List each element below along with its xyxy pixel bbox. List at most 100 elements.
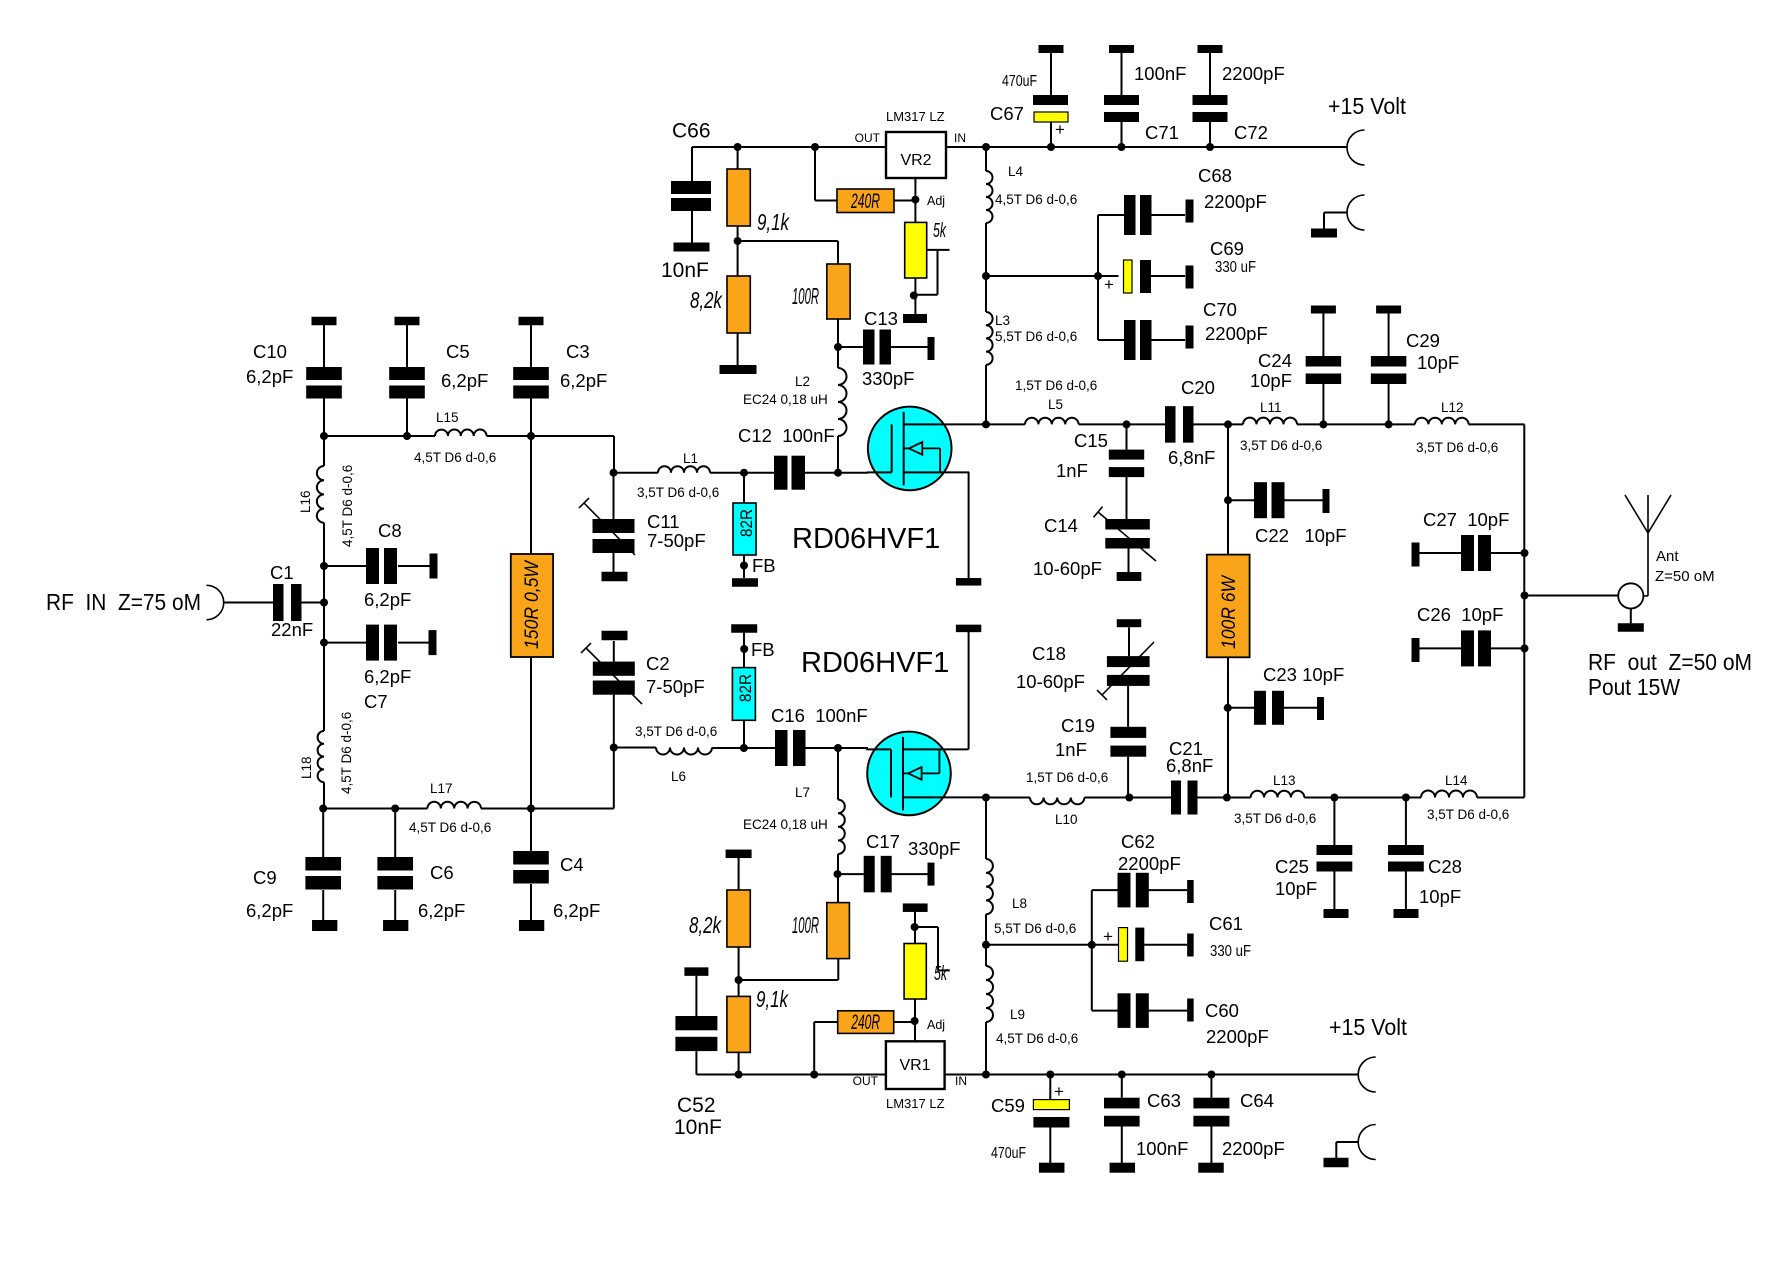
svg-text:LM317 LZ: LM317 LZ	[886, 109, 945, 124]
svg-text:5,5T D6 d-0,6: 5,5T D6 d-0,6	[994, 921, 1076, 936]
svg-text:C72: C72	[1234, 122, 1268, 143]
svg-text:Adj: Adj	[927, 1018, 945, 1032]
svg-text:C66: C66	[672, 120, 711, 143]
svg-text:330pF: 330pF	[908, 838, 960, 859]
svg-text:C63: C63	[1147, 1090, 1181, 1111]
svg-text:Pout 15W: Pout 15W	[1588, 674, 1680, 700]
svg-text:L7: L7	[795, 785, 810, 800]
svg-text:C11: C11	[647, 511, 680, 532]
svg-text:C15: C15	[1074, 430, 1108, 451]
svg-text:C71: C71	[1145, 122, 1179, 143]
svg-text:470uF: 470uF	[991, 1145, 1026, 1162]
svg-text:10pF: 10pF	[1417, 352, 1459, 373]
svg-text:6,2pF: 6,2pF	[560, 370, 607, 391]
svg-text:C6: C6	[430, 862, 454, 883]
svg-text:+: +	[1054, 1082, 1064, 1101]
svg-text:1,5T D6 d-0,6: 1,5T D6 d-0,6	[1015, 378, 1097, 393]
svg-text:2200pF: 2200pF	[1206, 1026, 1269, 1047]
svg-text:2200pF: 2200pF	[1118, 853, 1181, 874]
svg-text:IN: IN	[954, 131, 966, 145]
svg-text:3,5T D6 d-0,6: 3,5T D6 d-0,6	[1234, 811, 1316, 826]
svg-text:OUT: OUT	[853, 1074, 879, 1088]
svg-text:10nF: 10nF	[661, 259, 709, 282]
svg-text:100nF: 100nF	[1136, 1138, 1188, 1159]
svg-text:9,1k: 9,1k	[757, 209, 790, 235]
svg-text:150R 0,5W: 150R 0,5W	[522, 559, 543, 649]
svg-text:L12: L12	[1441, 400, 1464, 415]
svg-text:C27 10pF: C27 10pF	[1423, 509, 1509, 530]
svg-text:C52: C52	[677, 1094, 716, 1117]
svg-text:L18: L18	[299, 756, 314, 779]
svg-text:6,2pF: 6,2pF	[364, 589, 411, 610]
svg-text:100R: 100R	[792, 912, 819, 938]
svg-text:10pF: 10pF	[1275, 878, 1317, 899]
svg-text:Z=50 oM: Z=50 oM	[1655, 568, 1715, 585]
svg-text:L15: L15	[436, 410, 459, 425]
svg-text:10pF: 10pF	[1250, 370, 1292, 391]
svg-text:L9: L9	[1010, 1007, 1025, 1022]
svg-text:+: +	[1103, 927, 1113, 946]
svg-text:4,5T D6 d-0,6: 4,5T D6 d-0,6	[340, 465, 355, 547]
svg-text:C25: C25	[1275, 856, 1309, 877]
svg-text:82R: 82R	[736, 674, 755, 702]
svg-text:VR2: VR2	[900, 152, 931, 169]
svg-text:2200pF: 2200pF	[1222, 1138, 1285, 1159]
svg-text:Ant: Ant	[1656, 548, 1679, 565]
svg-text:100R 6W: 100R 6W	[1219, 574, 1240, 649]
svg-text:3,5T D6 d-0,6: 3,5T D6 d-0,6	[1240, 438, 1322, 453]
svg-text:1,5T D6 d-0,6: 1,5T D6 d-0,6	[1026, 770, 1108, 785]
svg-text:L4: L4	[1008, 164, 1024, 179]
svg-text:10-60pF: 10-60pF	[1033, 558, 1102, 579]
svg-text:C26 10pF: C26 10pF	[1417, 604, 1503, 625]
svg-text:8,2k: 8,2k	[689, 912, 722, 938]
svg-text:6,2pF: 6,2pF	[553, 900, 600, 921]
svg-text:IN: IN	[955, 1074, 967, 1088]
svg-text:C2: C2	[646, 653, 670, 674]
svg-text:2200pF: 2200pF	[1222, 63, 1285, 84]
svg-text:L3: L3	[995, 313, 1010, 328]
svg-text:C17: C17	[866, 831, 900, 852]
svg-text:C19: C19	[1061, 715, 1095, 736]
svg-text:C4: C4	[560, 854, 584, 875]
svg-text:240R: 240R	[850, 189, 880, 213]
svg-text:C7: C7	[364, 691, 388, 712]
svg-text:7-50pF: 7-50pF	[646, 676, 705, 697]
svg-text:L8: L8	[1012, 896, 1027, 911]
svg-text:+: +	[1104, 275, 1114, 294]
svg-text:FB: FB	[751, 639, 775, 660]
svg-text:OUT: OUT	[855, 131, 881, 145]
svg-text:1nF: 1nF	[1055, 739, 1087, 760]
svg-text:C1: C1	[270, 562, 294, 583]
svg-text:4,5T D6 d-0,6: 4,5T D6 d-0,6	[409, 820, 491, 835]
svg-text:3,5T D6 d-0,6: 3,5T D6 d-0,6	[637, 485, 719, 500]
svg-text:C18: C18	[1032, 643, 1066, 664]
svg-text:5k: 5k	[934, 963, 948, 985]
svg-text:330 uF: 330 uF	[1215, 259, 1256, 276]
svg-text:C70: C70	[1203, 299, 1237, 320]
svg-text:L13: L13	[1273, 773, 1296, 788]
svg-text:8,2k: 8,2k	[690, 287, 723, 313]
svg-text:6,2pF: 6,2pF	[246, 366, 293, 387]
svg-text:1nF: 1nF	[1056, 460, 1088, 481]
svg-text:3,5T D6 d-0,6: 3,5T D6 d-0,6	[635, 724, 717, 739]
svg-text:100nF: 100nF	[1134, 63, 1186, 84]
svg-text:6,2pF: 6,2pF	[246, 900, 293, 921]
svg-text:EC24 0,18 uH: EC24 0,18 uH	[743, 392, 828, 407]
svg-text:C23 10pF: C23 10pF	[1263, 664, 1344, 685]
svg-text:2200pF: 2200pF	[1204, 191, 1267, 212]
svg-text:C13: C13	[864, 308, 898, 329]
svg-text:RD06HVF1: RD06HVF1	[792, 523, 940, 555]
svg-text:L1: L1	[683, 451, 698, 466]
svg-text:+15 Volt: +15 Volt	[1328, 93, 1407, 119]
svg-text:L2: L2	[795, 374, 810, 389]
svg-text:EC24 0,18 uH: EC24 0,18 uH	[743, 817, 828, 832]
svg-text:330 uF: 330 uF	[1210, 943, 1251, 960]
svg-text:C12 100nF: C12 100nF	[738, 425, 835, 446]
svg-text:L6: L6	[671, 769, 686, 784]
svg-text:C3: C3	[566, 341, 590, 362]
svg-text:C24: C24	[1258, 350, 1292, 371]
svg-text:+: +	[1055, 120, 1065, 139]
svg-text:470uF: 470uF	[1002, 73, 1037, 90]
svg-text:FB: FB	[752, 555, 776, 576]
svg-text:330pF: 330pF	[862, 368, 914, 389]
